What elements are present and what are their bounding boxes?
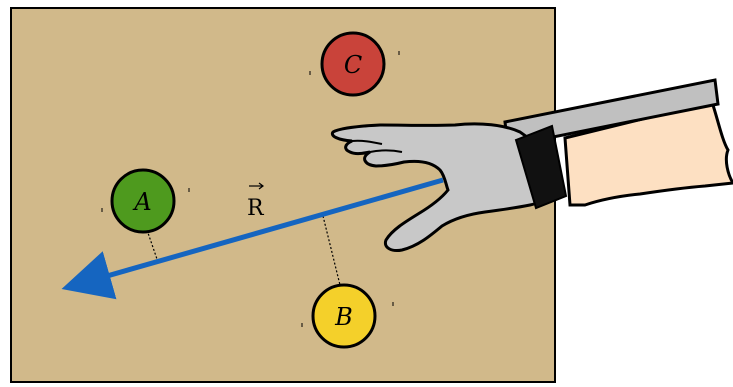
vector-r-label: R — [247, 196, 265, 221]
svg-text:B: B — [334, 303, 353, 331]
glove-cuff — [514, 124, 568, 210]
vector-r-overarrow-head — [258, 182, 264, 190]
ball-b: B — [301, 283, 394, 349]
vector-r-arrow — [61, 177, 444, 300]
gloved-hand — [330, 78, 733, 252]
forearm — [563, 100, 733, 207]
svg-text:A: A — [132, 188, 151, 216]
projection-line-a — [146, 229, 159, 263]
ball-c: C — [309, 31, 400, 97]
svg-text:C: C — [344, 51, 362, 79]
glove — [330, 122, 552, 252]
ball-a: A — [101, 168, 190, 234]
